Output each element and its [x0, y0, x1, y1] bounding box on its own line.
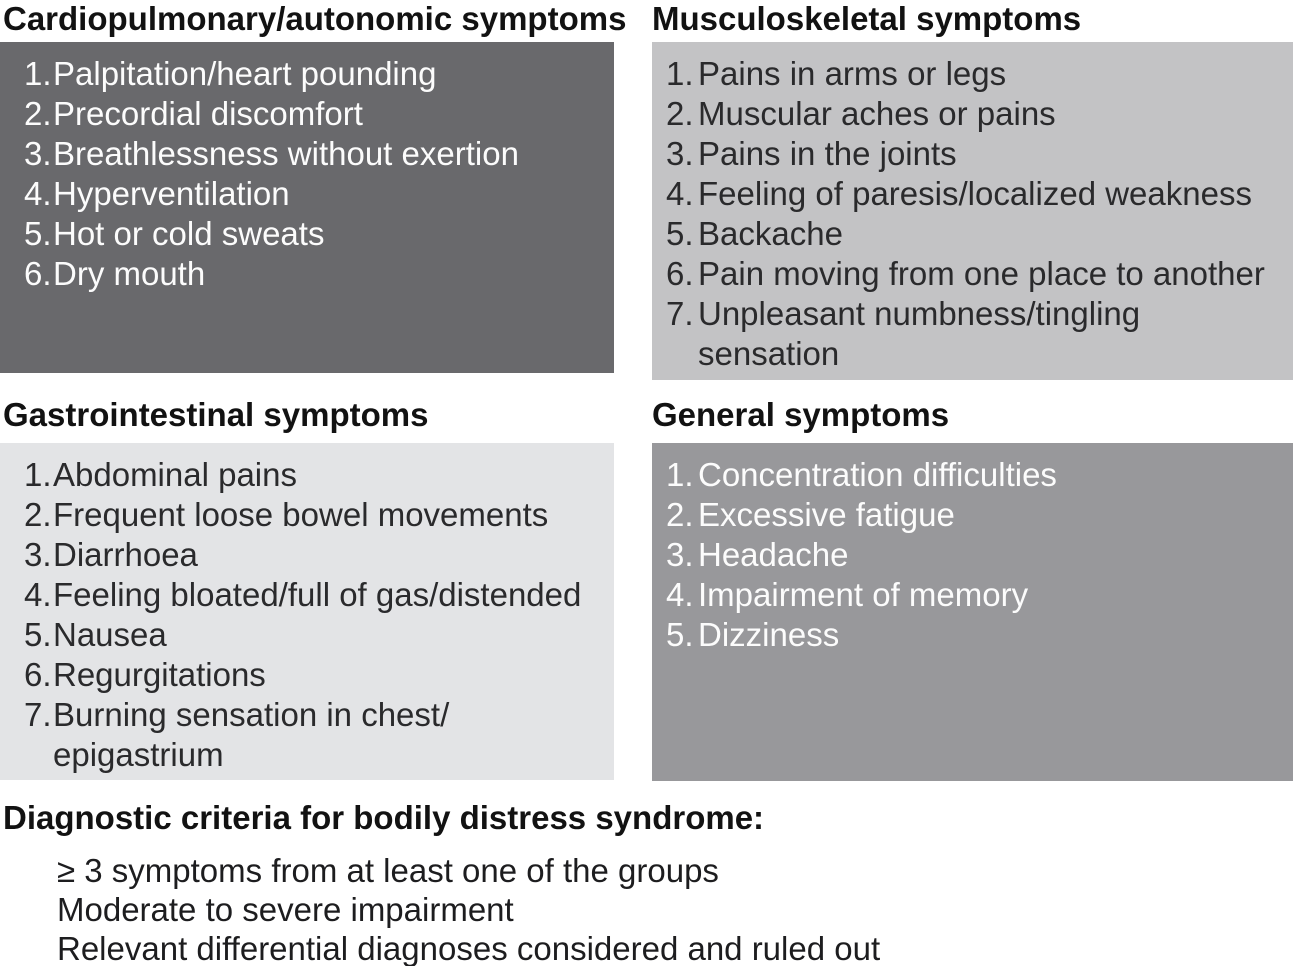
symptom-item: 4.Hyperventilation	[24, 174, 606, 214]
symptom-item: 1.Abdominal pains	[24, 455, 606, 495]
symptom-item: 1.Concentration difficulties	[666, 455, 1285, 495]
symptom-item: 5.Hot or cold sweats	[24, 214, 606, 254]
item-text: Regurgitations	[53, 656, 266, 693]
symptom-item: 6.Regurgitations	[24, 655, 606, 695]
criteria-line: Moderate to severe impairment	[57, 891, 514, 928]
item-text: Concentration difficulties	[698, 456, 1057, 493]
group-title-cardiopulmonary: Cardiopulmonary/autonomic symptoms	[3, 0, 627, 37]
symptom-item: 6.Dry mouth	[24, 254, 606, 294]
symptom-item: 5.Backache	[666, 214, 1285, 254]
symptom-item: 7.Unpleasant numbness/tingling sensation	[666, 294, 1285, 374]
item-number: 3.	[24, 135, 52, 172]
symptom-item: 4.Impairment of memory	[666, 575, 1285, 615]
item-number: 4.	[666, 175, 694, 212]
item-text: Pains in the joints	[698, 135, 957, 172]
criteria-line: ≥ 3 symptoms from at least one of the gr…	[57, 852, 719, 889]
symptom-item: 2.Frequent loose bowel movements	[24, 495, 606, 535]
item-number: 5.	[24, 616, 52, 653]
symptom-item: 7.Burning sensation in chest/ epigastriu…	[24, 695, 606, 775]
item-text: Impairment of memory	[698, 576, 1029, 613]
symptom-item: 2.Excessive fatigue	[666, 495, 1285, 535]
item-text: Hot or cold sweats	[53, 215, 325, 252]
item-number: 6.	[666, 255, 694, 292]
item-number: 1.	[24, 55, 52, 92]
item-text: Feeling bloated/full of gas/distended	[53, 576, 582, 613]
item-number: 3.	[24, 536, 52, 573]
group-title-gastrointestinal: Gastrointestinal symptoms	[3, 396, 429, 433]
symptom-item: 3.Breathlessness without exertion	[24, 134, 606, 174]
item-number: 2.	[666, 95, 694, 132]
item-text: Headache	[698, 536, 849, 573]
item-text: Precordial discomfort	[53, 95, 363, 132]
symptom-item: 4.Feeling bloated/full of gas/distended	[24, 575, 606, 615]
item-number: 7.	[24, 696, 52, 733]
symptom-item: 1.Pains in arms or legs	[666, 54, 1285, 94]
item-number: 2.	[24, 496, 52, 533]
item-number: 6.	[24, 656, 52, 693]
item-number: 5.	[666, 616, 694, 653]
symptom-item: 2.Precordial discomfort	[24, 94, 606, 134]
item-text: Backache	[698, 215, 843, 252]
symptom-item: 4.Feeling of paresis/localized weakness	[666, 174, 1285, 214]
group-title-musculoskeletal: Musculoskeletal symptoms	[652, 0, 1082, 37]
item-text: Pains in arms or legs	[698, 55, 1007, 92]
symptom-item: 3.Headache	[666, 535, 1285, 575]
item-number: 4.	[666, 576, 694, 613]
item-number: 2.	[666, 496, 694, 533]
item-text: Abdominal pains	[53, 456, 297, 493]
symptom-item: 3.Pains in the joints	[666, 134, 1285, 174]
symptom-item: 5.Nausea	[24, 615, 606, 655]
symptom-item: 6.Pain moving from one place to another	[666, 254, 1285, 294]
symptom-item: 1.Palpitation/heart pounding	[24, 54, 606, 94]
item-number: 4.	[24, 175, 52, 212]
item-number: 7.	[666, 295, 694, 332]
item-number: 2.	[24, 95, 52, 132]
item-text: Dry mouth	[53, 255, 206, 292]
item-number: 3.	[666, 135, 694, 172]
item-text: Nausea	[53, 616, 167, 653]
item-text: Diarrhoea	[53, 536, 198, 573]
item-text: Palpitation/heart pounding	[53, 55, 437, 92]
item-text: Frequent loose bowel movements	[53, 496, 549, 533]
criteria-line: Relevant differential diagnoses consider…	[57, 930, 881, 966]
item-number: 1.	[24, 456, 52, 493]
item-text: Burning sensation in chest/ epigastrium	[53, 696, 450, 773]
item-number: 1.	[666, 456, 694, 493]
symptom-item: 2.Muscular aches or pains	[666, 94, 1285, 134]
item-number: 4.	[24, 576, 52, 613]
item-number: 5.	[666, 215, 694, 252]
item-text: Breathlessness without exertion	[53, 135, 519, 172]
group-title-general: General symptoms	[652, 396, 950, 433]
criteria-title: Diagnostic criteria for bodily distress …	[3, 799, 765, 836]
item-number: 5.	[24, 215, 52, 252]
item-text: Excessive fatigue	[698, 496, 955, 533]
item-number: 6.	[24, 255, 52, 292]
criteria-lines: ≥ 3 symptoms from at least one of the gr…	[57, 851, 880, 966]
item-text: Unpleasant numbness/tingling sensation	[698, 295, 1141, 372]
item-text: Pain moving from one place to another	[698, 255, 1265, 292]
item-number: 3.	[666, 536, 694, 573]
item-number: 1.	[666, 55, 694, 92]
symptom-item: 3.Diarrhoea	[24, 535, 606, 575]
symptom-item: 5.Dizziness	[666, 615, 1285, 655]
item-text: Hyperventilation	[53, 175, 290, 212]
item-text: Muscular aches or pains	[698, 95, 1056, 132]
item-text: Feeling of paresis/localized weakness	[698, 175, 1252, 212]
item-text: Dizziness	[698, 616, 840, 653]
